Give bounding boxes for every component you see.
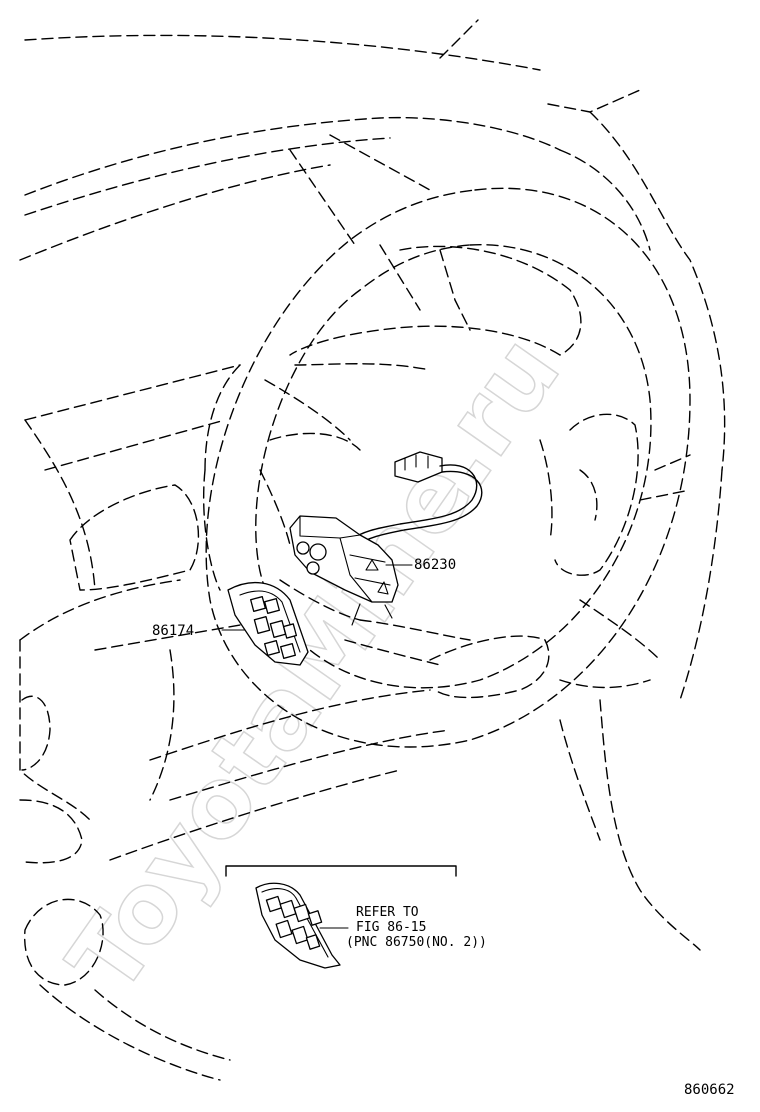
switch-button-round — [309, 543, 327, 561]
triangle-up-icon — [365, 559, 379, 571]
reference-note-line1: REFER TO — [356, 905, 419, 920]
steering-switch-assembly — [289, 451, 483, 626]
watermark: ToyotaMine.ru — [47, 317, 582, 1014]
figure-number: 860662 — [684, 1082, 735, 1098]
steering-wheel — [205, 187, 691, 748]
reference-note-line2: FIG 86-15 — [356, 920, 426, 935]
reference-inset — [225, 865, 457, 969]
reference-note-line3: (PNC 86750(NO. 2)) — [346, 935, 487, 950]
triangle-up-icon — [377, 581, 389, 595]
callout-86174: 86174 — [152, 623, 194, 639]
switch-button-round — [306, 561, 320, 575]
inset-bracket — [225, 865, 457, 877]
dashboard-outline — [19, 19, 726, 1081]
callout-86230: 86230 — [414, 557, 456, 573]
paddle-switch — [221, 581, 309, 666]
switch-button-round — [296, 541, 310, 555]
